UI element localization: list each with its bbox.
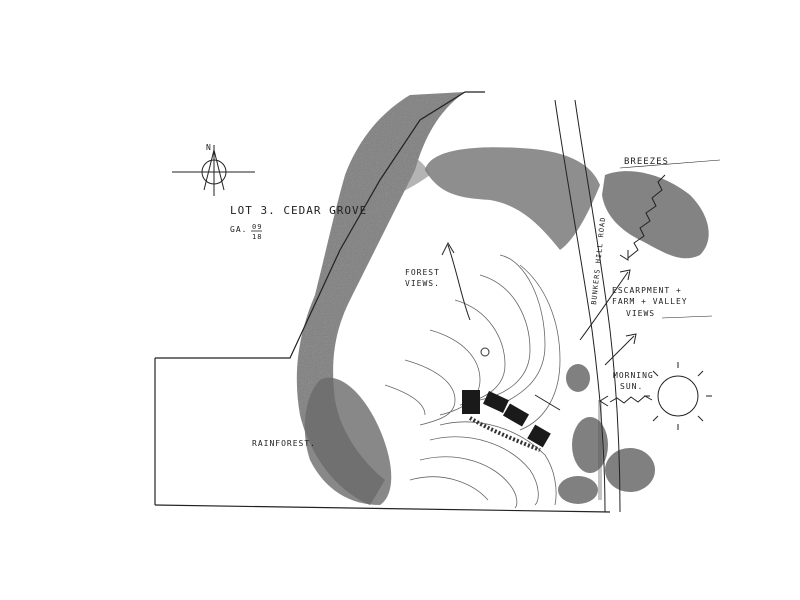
- forest-band-texture: [296, 92, 465, 505]
- forest-views-label-line1: FOREST: [405, 268, 440, 277]
- date-number: 09: [252, 223, 262, 231]
- house-cluster: [462, 347, 561, 452]
- escarpment-label-line2: FARM + VALLEY: [612, 297, 688, 306]
- escarpment-label-line3: VIEWS: [626, 309, 655, 318]
- forest-views-label-line2: VIEWS.: [405, 279, 440, 288]
- contour-lines: [384, 254, 561, 509]
- forest-lower-right: [558, 364, 655, 504]
- forest-top: [425, 147, 600, 250]
- forest-right: [602, 171, 709, 259]
- morning-sun-label-line1: MORNING: [613, 371, 654, 380]
- breezes-arrowhead: [619, 250, 629, 261]
- property-boundary: [154, 91, 611, 513]
- forest-views-arrowhead: [441, 241, 455, 256]
- date-denominator: 18: [252, 233, 262, 241]
- breezes-arrow: [627, 174, 666, 259]
- escarpment-label-line1: ESCARPMENT +: [612, 286, 682, 295]
- compass-rose-icon: [172, 145, 255, 196]
- plan-title: LOT 3. CEDAR GROVE: [230, 204, 367, 217]
- road-verge-stipple: [598, 400, 602, 500]
- escarpment-underline: [661, 315, 713, 319]
- escarpment-arrowhead-2: [625, 333, 637, 345]
- rainforest-label: RAINFOREST.: [252, 439, 316, 448]
- compass-north-label: N: [206, 143, 212, 152]
- escarpment-arrow: [579, 271, 629, 341]
- escarpment-arrowhead: [619, 269, 631, 281]
- breezes-label: BREEZES: [624, 157, 669, 167]
- escarpment-arrow-2: [604, 335, 635, 366]
- sun-icon: [644, 362, 712, 430]
- date-prefix: GA.: [230, 225, 247, 234]
- breezes-underline: [619, 159, 721, 169]
- forest-rainforest: [304, 377, 392, 505]
- morning-sun-arrow: [609, 395, 653, 404]
- bunkers-hill-road: [554, 99, 621, 513]
- forest-views-arrow: [447, 244, 471, 321]
- morning-sun-arrowhead: [599, 395, 609, 407]
- morning-sun-label-line2: SUN.: [620, 382, 643, 391]
